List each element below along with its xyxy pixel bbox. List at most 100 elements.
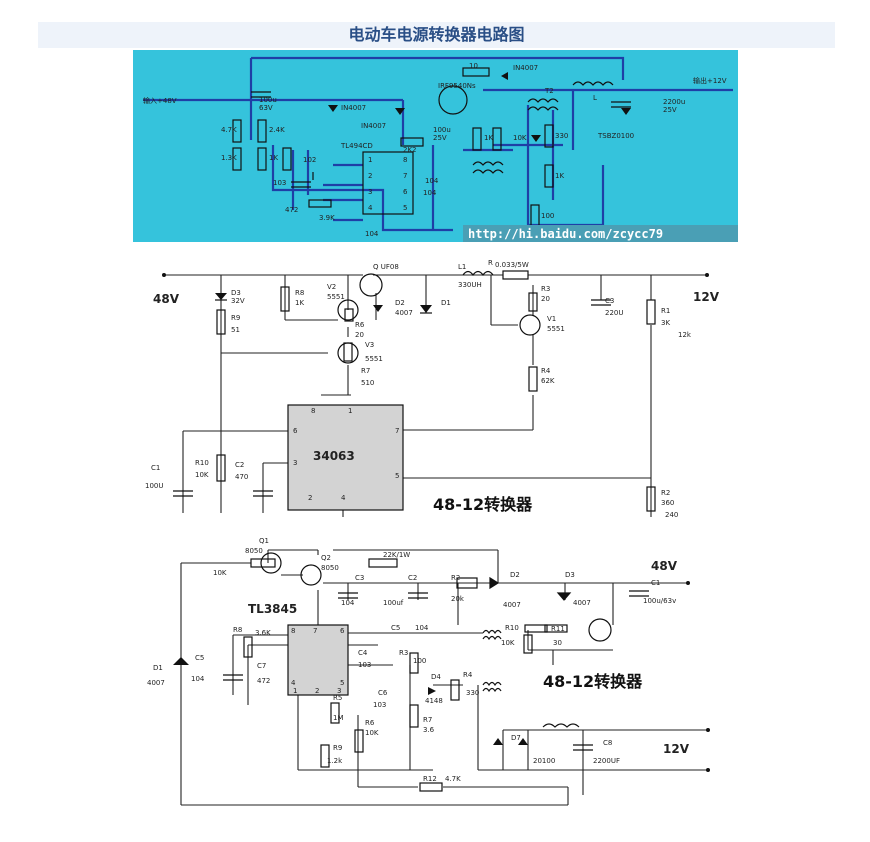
d4-value: 4148	[425, 697, 443, 705]
pin8-label: 8	[311, 407, 315, 415]
c-103-label: 103	[273, 179, 286, 187]
r9-3-label: R9	[333, 744, 342, 752]
l1-label: L1	[458, 263, 466, 271]
pin3-3: 3	[337, 687, 341, 695]
tl3845-ic	[287, 624, 349, 696]
d7-label: D7	[511, 734, 521, 742]
r3-label: R3	[541, 285, 550, 293]
cap-in-voltage: 63V	[259, 104, 273, 112]
r3-3-label: R3	[399, 649, 408, 657]
c6-value: 103	[373, 701, 386, 709]
label-48v-3: 48V	[651, 559, 678, 573]
c-102-label: 102	[303, 156, 316, 164]
c1-value: 100U	[145, 482, 163, 490]
pin1-label: 1	[348, 407, 352, 415]
r-10k-label: 10K	[513, 134, 527, 142]
caption-2: 48-12转换器	[433, 495, 533, 514]
r10-3-value: 10K	[501, 639, 515, 647]
c1-3-value: 100u/63v	[643, 597, 676, 605]
ic3-label: TL3845	[248, 602, 297, 616]
mosfet-label: IRF9540Ns	[438, 82, 476, 90]
pin3-label: 3	[293, 459, 297, 467]
pin6-3: 6	[340, 627, 345, 635]
c1-label: C1	[151, 464, 160, 472]
r-2k2-label: 2K2	[403, 146, 417, 154]
r1-alt-value: 12k	[678, 331, 692, 339]
r-shunt-value: 0.033/5W	[495, 261, 529, 269]
pin7-3: 7	[313, 627, 317, 635]
r8-label: R8	[295, 289, 304, 297]
r-shunt-label: R	[488, 259, 493, 267]
r-22k-label: 22K/1W	[383, 551, 410, 559]
r5-label: R5	[333, 694, 342, 702]
r3-3-value: 100	[413, 657, 426, 665]
d2-3-value: 4007	[503, 601, 521, 609]
pin-5: 5	[403, 204, 407, 212]
transformer-label: T2	[544, 87, 554, 95]
v2-label: V2	[327, 283, 336, 291]
pin1-3: 1	[293, 687, 297, 695]
c6-label: C6	[378, 689, 388, 697]
pin8-3: 8	[291, 627, 295, 635]
label-48v: 48V	[153, 292, 180, 306]
r9-label: R9	[231, 314, 240, 322]
c1-3-label: C1	[651, 579, 660, 587]
d3-3-label: D3	[565, 571, 575, 579]
v1-label: V1	[547, 315, 556, 323]
label-12v-3: 12V	[663, 742, 690, 756]
pin4-3: 4	[291, 679, 296, 687]
pin4-label: 4	[341, 494, 346, 502]
pin-4: 4	[368, 204, 373, 212]
l1-value: 330UH	[458, 281, 482, 289]
q-mos-label: Q UF08	[373, 263, 399, 271]
cap-mid-voltage: 25V	[433, 134, 447, 142]
r7-label: R7	[361, 367, 370, 375]
pin5-label: 5	[395, 472, 399, 480]
c2-3-label: C2	[408, 574, 417, 582]
v1-value: 5551	[547, 325, 565, 333]
ic1-label: TL494CD	[340, 142, 373, 150]
c7-label: C7	[257, 662, 266, 670]
r3-value: 20	[541, 295, 550, 303]
ic2-label: 34063	[313, 449, 355, 463]
d4-label: D4	[431, 673, 441, 681]
r4-3-label: R4	[463, 671, 473, 679]
schottky-label: TSBZ0100	[597, 132, 634, 140]
r-4k7-label: 4.7K	[221, 126, 237, 134]
c3-3-label: C3	[355, 574, 364, 582]
c4-label: C4	[358, 649, 368, 657]
r8-3-label: R8	[233, 626, 242, 634]
q1-label: Q1	[259, 537, 269, 545]
r-1k-label: 1K	[269, 154, 278, 162]
c3-3-value: 104	[341, 599, 355, 607]
cap-out-voltage: 25V	[663, 106, 677, 114]
mc34063-ic	[287, 404, 404, 511]
c8-value: 2200UF	[593, 757, 620, 765]
c5-3-value: 104	[191, 675, 205, 683]
q1-value: 8050	[245, 547, 263, 555]
d3-3-value: 4007	[573, 599, 591, 607]
c5b-label: C5	[391, 624, 400, 632]
r1-value: 3K	[661, 319, 670, 327]
circuit1-schematic: 输入+48V 输出+12V TL494CD 100u 63V IN4007 IN…	[143, 56, 738, 242]
r6-3-value: 10K	[365, 729, 379, 737]
r8-3-value: 3.6K	[255, 629, 271, 637]
c2-label: C2	[235, 461, 244, 469]
c2-3-value: 100uf	[383, 599, 404, 607]
r2-3-label: R2	[451, 574, 460, 582]
pin-8: 8	[403, 156, 407, 164]
input-label: 输入+48V	[143, 96, 177, 105]
r7-3-value: 3.6	[423, 726, 435, 734]
r4-value: 62K	[541, 377, 555, 385]
r8-value: 1K	[295, 299, 304, 307]
r-1kb-label: 1K	[555, 172, 564, 180]
c4-value: 103	[358, 661, 371, 669]
v2-value: 5551	[327, 293, 345, 301]
r-100-label: 100	[541, 212, 554, 220]
r-3k9-label: 3.9K	[319, 214, 335, 222]
r12-label: R12	[423, 775, 437, 783]
circuit2-schematic: 48V 12V 34063 48-12转换器 Q UF08 L1 330UH R…	[145, 259, 720, 519]
circuit-diagram-tl3845: TL3845 48-12转换器 48V 12V Q1 8050 Q2 8050 …	[133, 535, 738, 815]
d1-3-label: D1	[153, 664, 163, 672]
r1-label: 1K	[484, 134, 493, 142]
